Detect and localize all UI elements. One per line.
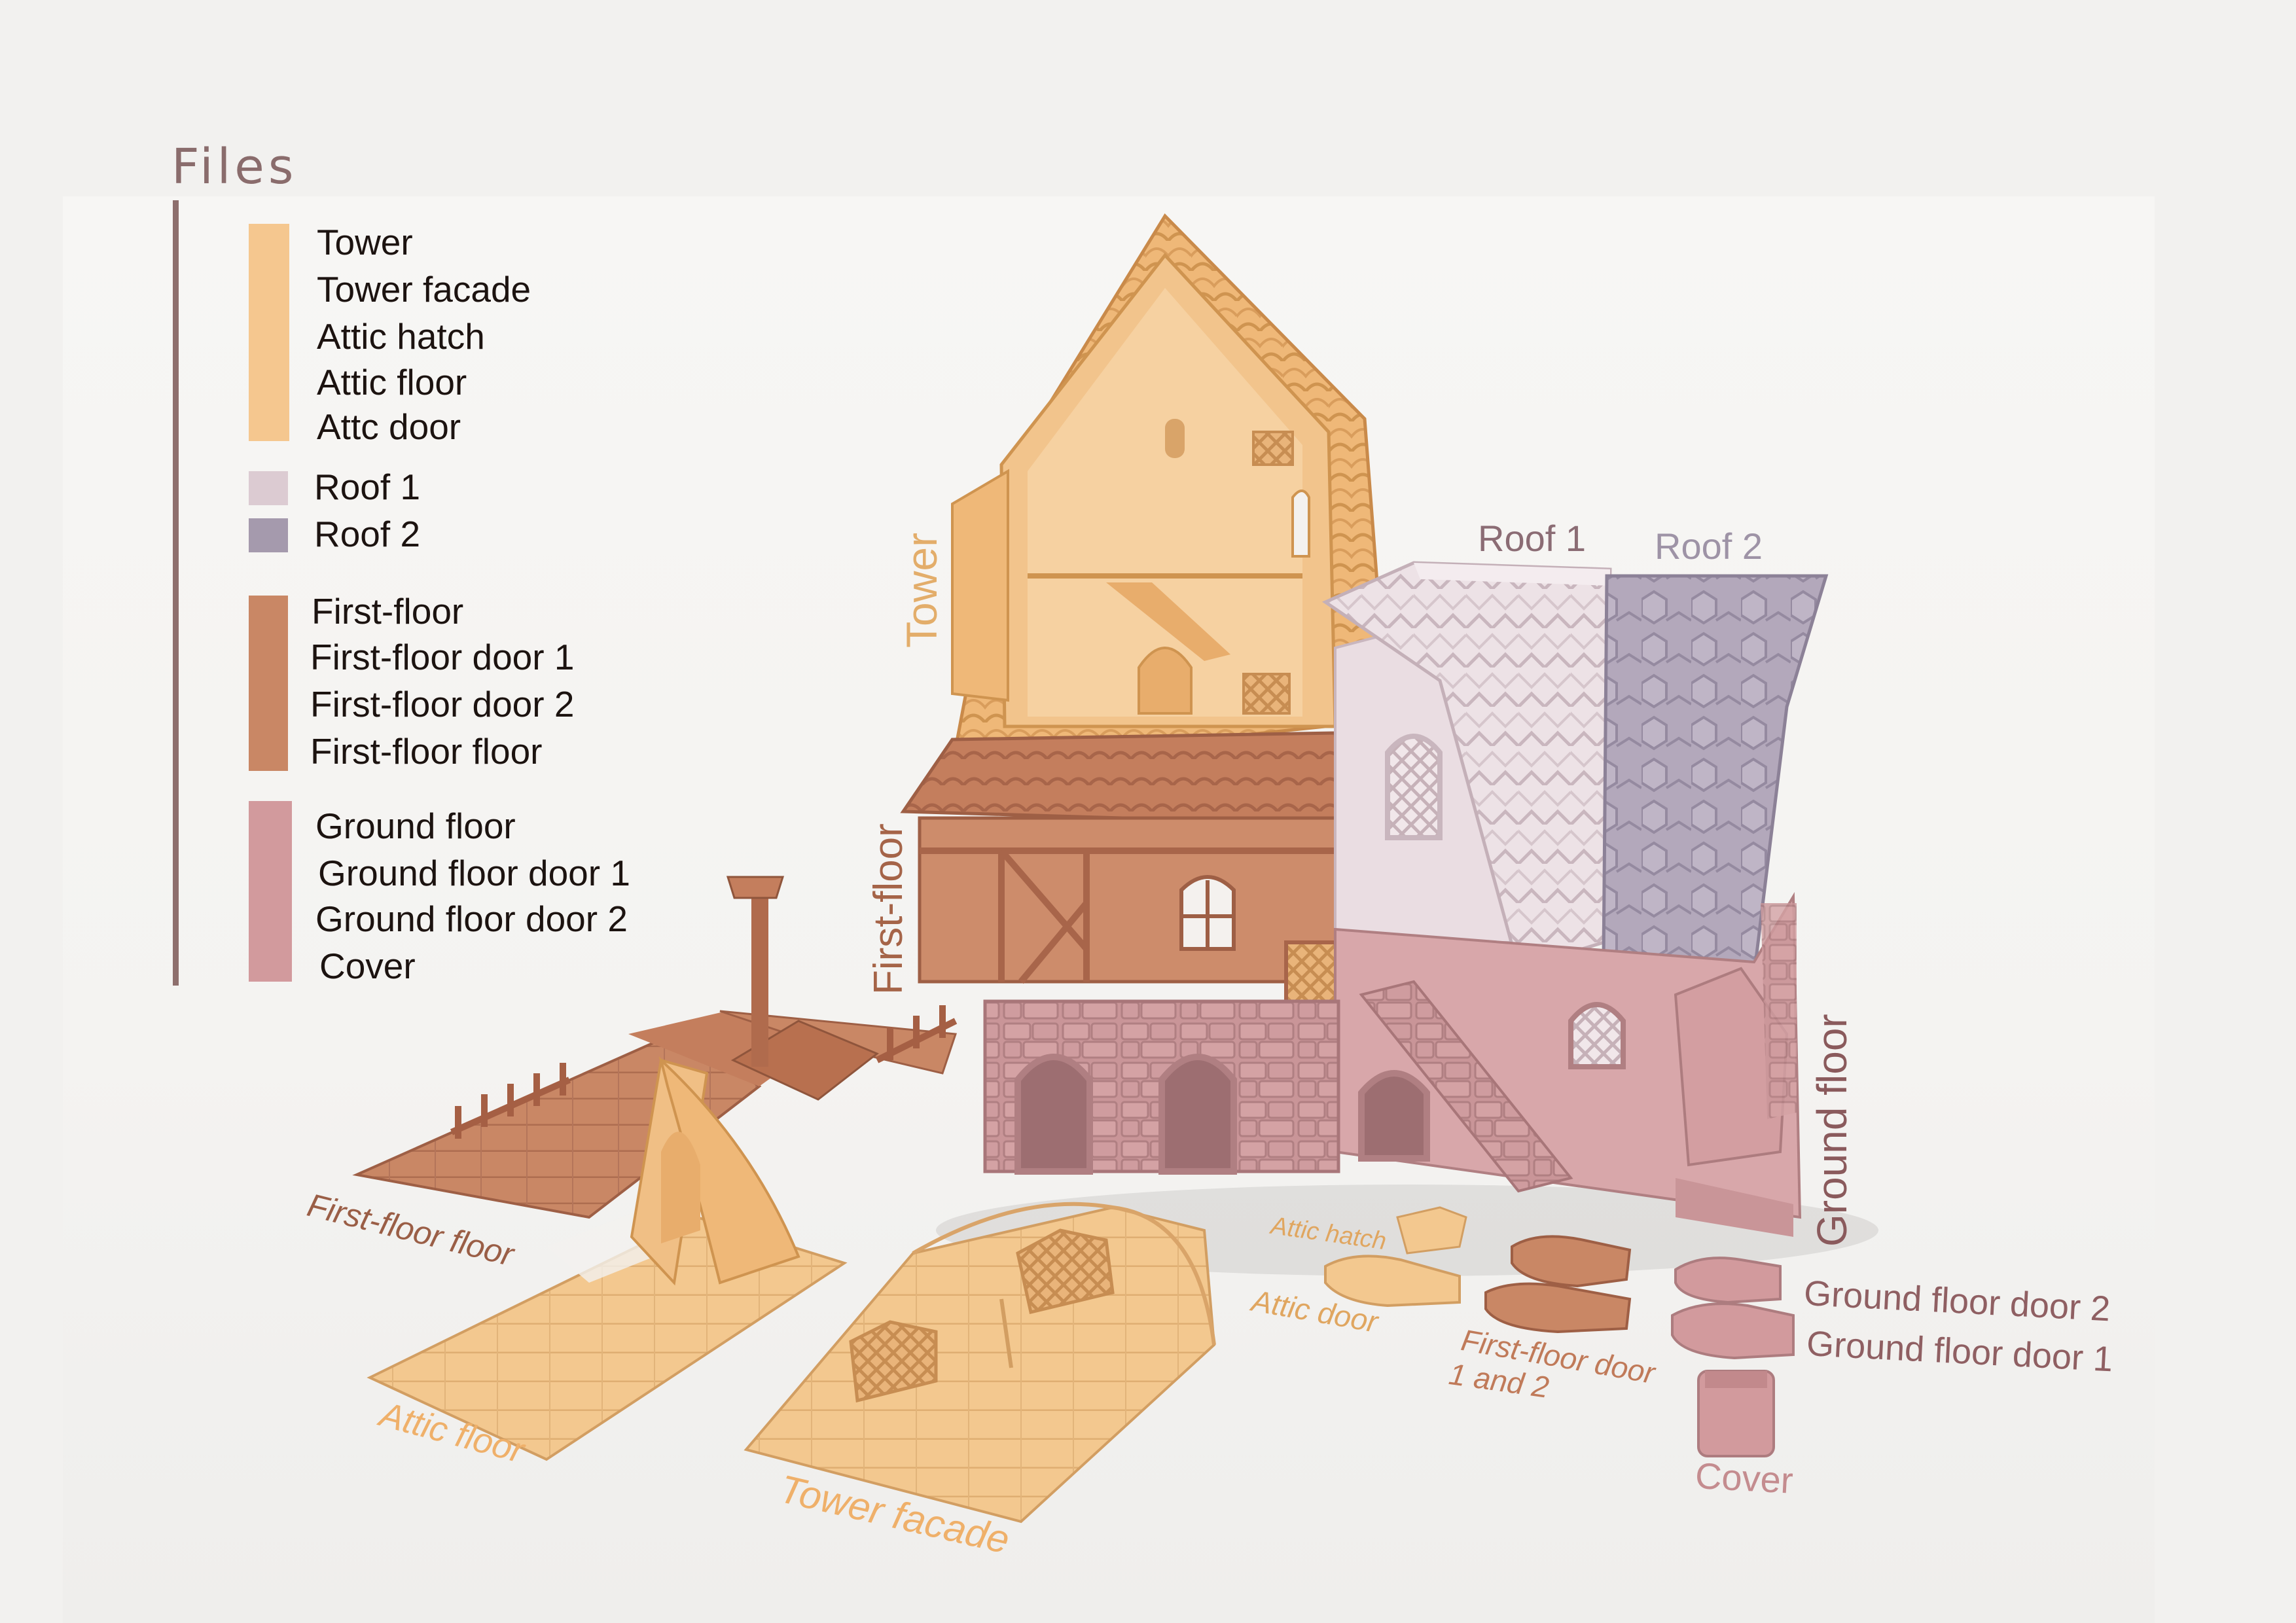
legend-item: Ground floor door 2	[315, 899, 628, 939]
ground-floor-part	[983, 892, 1802, 1237]
attic-hatch-part	[1396, 1206, 1467, 1255]
legend-item: Attc door	[317, 406, 461, 447]
legend-item: First-floor door 1	[310, 637, 575, 677]
legend-item: Tower	[317, 222, 413, 262]
attic-floor-part	[367, 1056, 848, 1461]
legend-item: Cover	[319, 946, 416, 986]
legend-item: First-floor door 2	[310, 684, 575, 724]
legend-bar	[173, 200, 179, 986]
ground-floor-door-parts	[1671, 1257, 1795, 1360]
first-floor-part	[900, 731, 1367, 1023]
legend-item: Attic hatch	[317, 316, 485, 357]
label-first-floor: First-floor	[866, 823, 911, 995]
attic-door-part	[1324, 1255, 1461, 1308]
legend-item: Roof 1	[314, 467, 421, 507]
legend-item: Ground floor	[315, 806, 516, 846]
legend-item: First-floor	[312, 591, 464, 632]
legend-swatch-tower	[249, 224, 289, 441]
roof1-part	[1321, 561, 1612, 971]
label-tower: Tower	[897, 532, 946, 648]
label-cover: Cover	[1694, 1454, 1795, 1501]
roof2-part	[1602, 574, 1829, 977]
legend-swatch-roof1	[249, 471, 288, 505]
legend-swatch-roof2	[249, 518, 288, 552]
legend-item: Roof 2	[314, 514, 421, 554]
tower-part	[950, 213, 1390, 768]
first-floor-door-parts	[1484, 1235, 1632, 1334]
label-roof2: Roof 2	[1655, 526, 1763, 567]
label-roof1: Roof 1	[1478, 518, 1586, 559]
legend-swatch-first-floor	[249, 596, 288, 771]
tower-facade-part	[744, 1202, 1216, 1524]
legend-item: First-floor floor	[310, 731, 543, 772]
legend-item: Ground floor door 1	[318, 853, 630, 893]
label-ground-floor: Ground floor	[1808, 1014, 1856, 1247]
page-title: Files	[171, 139, 298, 195]
cover-part	[1697, 1370, 1775, 1457]
legend-swatch-ground-floor	[249, 801, 292, 982]
legend-item: Attic floor	[317, 362, 467, 402]
legend-item: Tower facade	[317, 269, 531, 310]
